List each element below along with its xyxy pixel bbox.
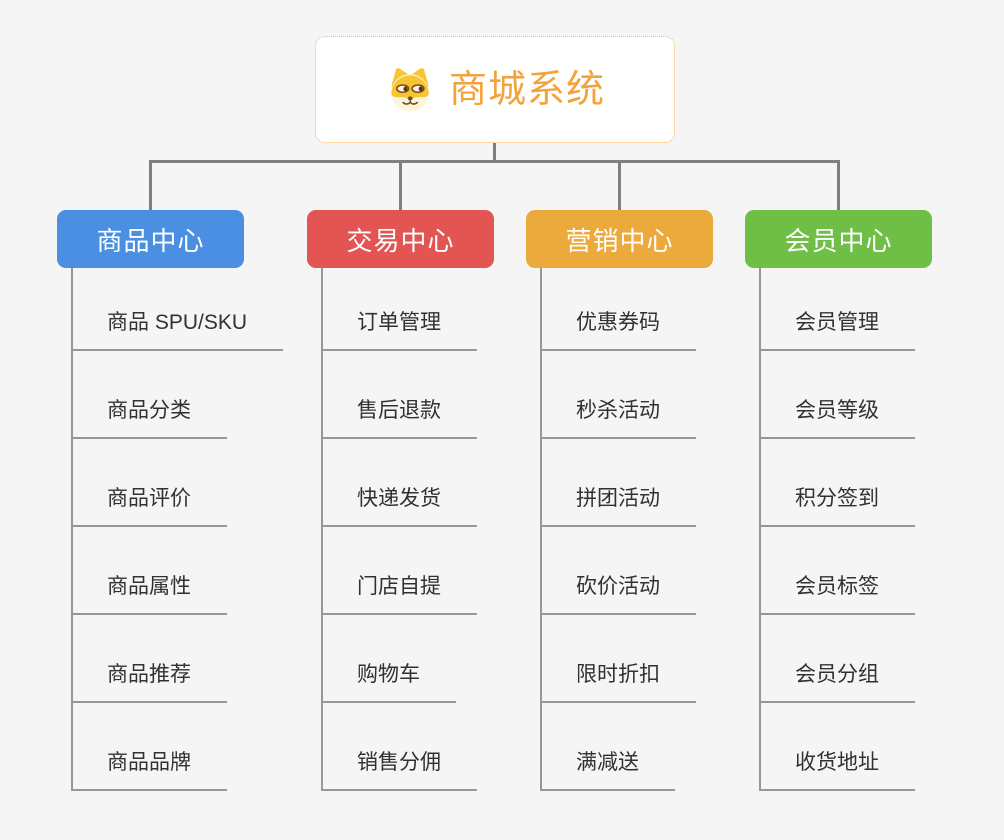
connector-drop-member [837,160,840,210]
connector-drop-product [149,160,152,210]
connector-bus [149,160,840,163]
branch-children-product: 商品 SPU/SKU 商品分类 商品评价 商品属性 商品推荐 商品品牌 [71,268,284,791]
node-leaf-coupon-code[interactable]: 优惠券码 [542,268,696,351]
node-leaf-product-review[interactable]: 商品评价 [73,439,227,527]
branch-children-trade: 订单管理 售后退款 快递发货 门店自提 购物车 销售分佣 [321,268,477,791]
node-leaf-bargain-activity[interactable]: 砍价活动 [542,527,696,615]
node-leaf-product-category[interactable]: 商品分类 [73,351,227,439]
branch-children-member: 会员管理 会员等级 积分签到 会员标签 会员分组 收货地址 [759,268,915,791]
node-branch-trade[interactable]: 交易中心 [307,210,494,268]
node-leaf-express-shipping[interactable]: 快递发货 [323,439,477,527]
node-leaf-member-tags[interactable]: 会员标签 [761,527,915,615]
node-leaf-spend-save[interactable]: 满减送 [542,703,675,791]
node-root[interactable]: 商城系统 [315,36,675,143]
node-leaf-member-groups[interactable]: 会员分组 [761,615,915,703]
node-leaf-product-attribute[interactable]: 商品属性 [73,527,227,615]
node-leaf-member-management[interactable]: 会员管理 [761,268,915,351]
node-leaf-aftersale-refund[interactable]: 售后退款 [323,351,477,439]
node-leaf-product-spu-sku[interactable]: 商品 SPU/SKU [73,268,284,351]
node-leaf-member-level[interactable]: 会员等级 [761,351,915,439]
dog-face-icon [391,67,429,112]
node-branch-member[interactable]: 会员中心 [745,210,932,268]
node-leaf-store-pickup[interactable]: 门店自提 [323,527,477,615]
node-leaf-product-brand[interactable]: 商品品牌 [73,703,227,791]
node-leaf-group-buy[interactable]: 拼团活动 [542,439,696,527]
node-branch-marketing[interactable]: 营销中心 [526,210,713,268]
node-leaf-order-management[interactable]: 订单管理 [323,268,477,351]
connector-drop-trade [399,160,402,210]
node-leaf-sales-commission[interactable]: 销售分佣 [323,703,477,791]
connector-root-stub [493,143,496,162]
node-leaf-limited-time-discount[interactable]: 限时折扣 [542,615,696,703]
connector-drop-marketing [618,160,621,210]
node-leaf-points-checkin[interactable]: 积分签到 [761,439,915,527]
node-branch-product[interactable]: 商品中心 [57,210,244,268]
branch-children-marketing: 优惠券码 秒杀活动 拼团活动 砍价活动 限时折扣 满减送 [540,268,696,791]
node-leaf-product-recommend[interactable]: 商品推荐 [73,615,227,703]
node-leaf-shopping-cart[interactable]: 购物车 [323,615,456,703]
node-leaf-flash-sale[interactable]: 秒杀活动 [542,351,696,439]
node-leaf-shipping-address[interactable]: 收货地址 [761,703,915,791]
root-node-label: 商城系统 [448,68,605,111]
